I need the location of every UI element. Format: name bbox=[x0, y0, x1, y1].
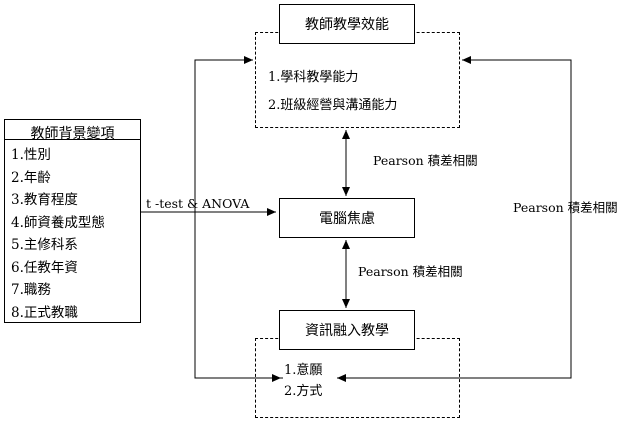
list-item: 1.性別 bbox=[11, 147, 51, 163]
integration-title-box: 資訊融入教學 bbox=[279, 310, 415, 350]
background-variables-title: 教師背景變項 bbox=[5, 120, 140, 142]
integration-item-2: 2.方式 bbox=[284, 384, 323, 399]
list-item: 4.師資養成型態 bbox=[11, 214, 105, 231]
anxiety-title: 電腦焦慮 bbox=[319, 211, 375, 227]
efficacy-item-2: 2.班級經營與溝通能力 bbox=[268, 98, 398, 113]
background-variables-box: 教師背景變項 1.性別 2.年齡 3.教育程度 4.師資養成型態 5.主修科系 … bbox=[4, 119, 141, 323]
pearson-top-label: Pearson 積差相關 bbox=[373, 153, 478, 168]
integration-dashed-frame bbox=[255, 338, 460, 418]
integration-item-1: 1.意願 bbox=[284, 363, 323, 378]
pearson-mid-label: Pearson 積差相關 bbox=[358, 264, 463, 279]
integration-title: 資訊融入教學 bbox=[305, 323, 389, 339]
efficacy-title-box: 教師教學效能 bbox=[279, 4, 415, 44]
ttest-label: t -test & ANOVA bbox=[146, 196, 250, 211]
pearson-right-label: Pearson 積差相關 bbox=[513, 200, 618, 215]
list-item: 6.任教年資 bbox=[11, 259, 78, 276]
list-item: 5.主修科系 bbox=[11, 237, 78, 253]
list-item: 2.年齡 bbox=[11, 169, 51, 186]
efficacy-item-1: 1.學科教學能力 bbox=[268, 70, 359, 85]
background-variables-list: 1.性別 2.年齡 3.教育程度 4.師資養成型態 5.主修科系 6.任教年資 … bbox=[5, 140, 140, 324]
list-item: 7.職務 bbox=[11, 282, 51, 298]
anxiety-box: 電腦焦慮 bbox=[279, 198, 415, 238]
list-item: 3.教育程度 bbox=[11, 192, 78, 208]
list-item: 8.正式教職 bbox=[11, 304, 78, 321]
efficacy-title: 教師教學效能 bbox=[305, 17, 389, 33]
